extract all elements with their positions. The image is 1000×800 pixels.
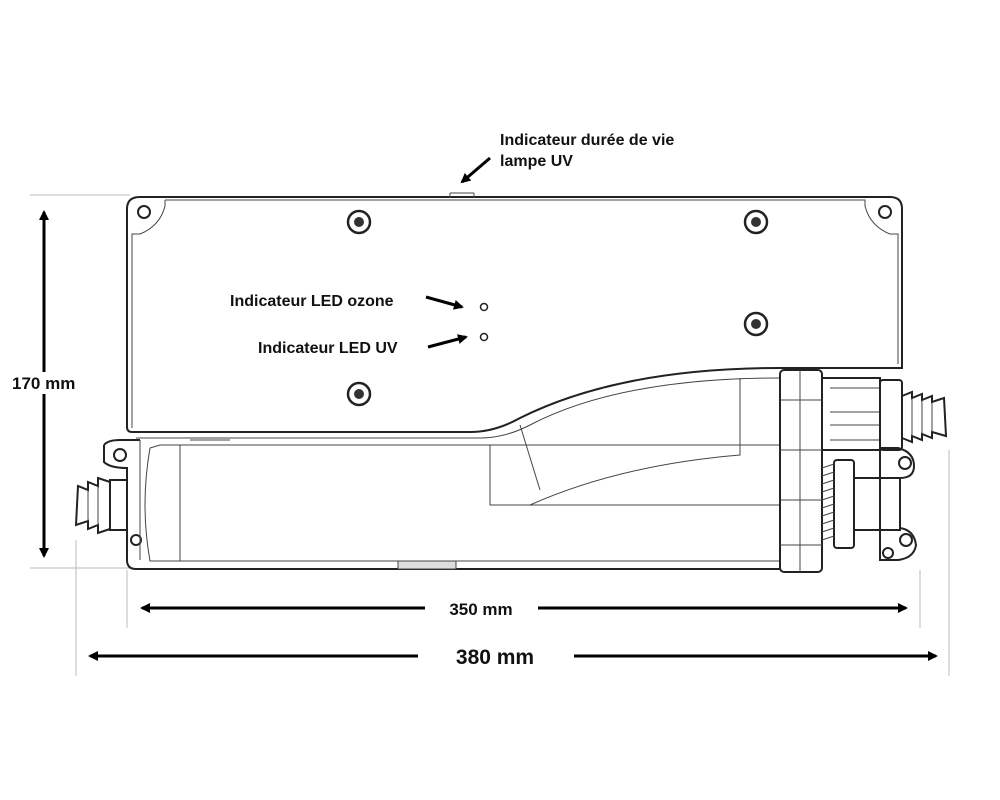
uv-led (479, 332, 489, 342)
ozone-led (479, 302, 489, 312)
threaded-fitting (821, 459, 901, 549)
uv-lamp-life-arrow (460, 156, 491, 184)
uv-led-label: Indicateur LED UV (258, 340, 398, 357)
upper-housing (126, 192, 903, 439)
overall-width-label: 380 mm (456, 646, 534, 669)
ozone-led-label: Indicateur LED ozone (230, 293, 394, 310)
right-hose-connector (901, 390, 948, 444)
corner-holes (113, 205, 913, 559)
ozone-led-arrow (425, 295, 464, 310)
screws (346, 209, 769, 407)
extension-lines (30, 194, 950, 676)
height-dimension-label: 170 mm (12, 374, 75, 393)
lower-tube-housing (103, 378, 781, 570)
left-hose-connector (74, 476, 127, 535)
right-end-cap (779, 369, 918, 573)
uv-lamp-life-label-line2: lampe UV (500, 153, 573, 170)
uv-led-arrow (427, 334, 468, 349)
uv-lamp-life-label-line1: Indicateur durée de vie (500, 132, 674, 149)
inner-width-label: 350 mm (449, 600, 512, 619)
